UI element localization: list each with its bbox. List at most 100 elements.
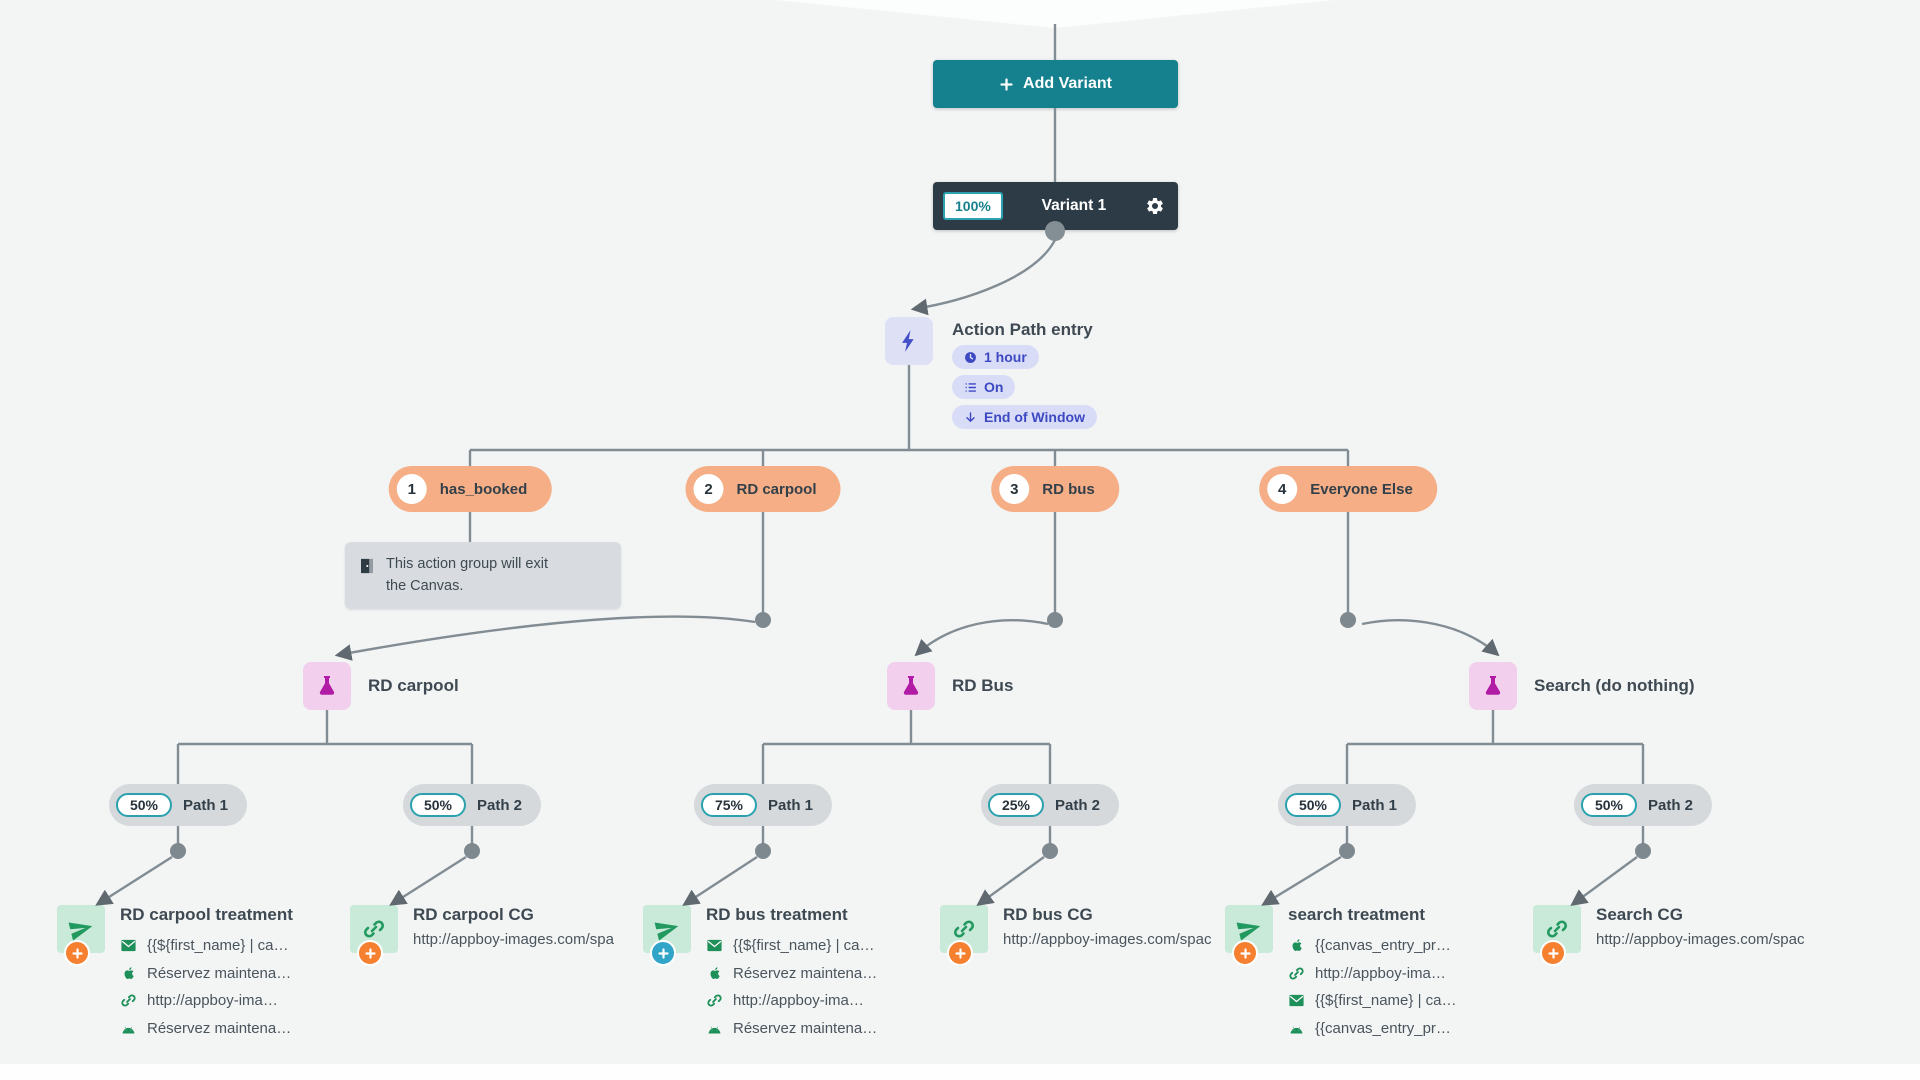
group-label: has_booked: [439, 480, 528, 498]
paper-plane-icon: [68, 922, 93, 941]
add-step-badge[interactable]: [64, 940, 90, 966]
message-channel-list: {{${first_name} | ca… Réservez maintena……: [120, 932, 291, 1042]
message-title: RD carpool CG: [413, 905, 534, 924]
message-square[interactable]: [350, 905, 398, 966]
variant-name: Variant 1: [1041, 197, 1107, 214]
channel-row-ios-push[interactable]: {{canvas_entry_pr…: [1288, 932, 1456, 960]
link-icon: [1546, 920, 1568, 938]
experiment-node-rd-carpool[interactable]: [303, 662, 351, 710]
path-percent: 50%: [1580, 793, 1638, 817]
channel-preview: http://appboy-ima…: [733, 992, 864, 1010]
action-path-title: Action Path entry: [952, 320, 1093, 339]
message-title: search treatment: [1288, 905, 1426, 924]
plus-icon: [364, 947, 376, 959]
channel-preview: http://appboy-ima…: [1315, 964, 1446, 982]
action-group-rd-carpool[interactable]: 2 RD carpool: [685, 466, 841, 512]
plus-icon: [1547, 947, 1559, 959]
path-pill-6[interactable]: 50% Path 2: [1573, 784, 1713, 826]
path-percent: 25%: [987, 793, 1045, 817]
channel-preview: {{canvas_entry_pr…: [1315, 1019, 1451, 1037]
add-step-badge[interactable]: [1540, 940, 1566, 966]
group-label: RD bus: [1042, 480, 1095, 498]
apple-icon: [1292, 939, 1302, 952]
group-number: 1: [396, 474, 427, 504]
toggle-badge[interactable]: On: [952, 375, 1016, 399]
path-pill-1[interactable]: 50% Path 1: [108, 784, 248, 826]
channel-row-email[interactable]: {{${first_name} | ca…: [120, 932, 291, 960]
add-step-badge[interactable]: [650, 940, 676, 966]
message-square[interactable]: [1225, 905, 1273, 966]
exit-door-icon: [361, 558, 373, 574]
action-group-has-booked[interactable]: 1 has_booked: [388, 466, 552, 512]
path-label: Path 1: [1352, 796, 1398, 814]
exit-canvas-tooltip: This action group will exit the Canvas.: [345, 542, 621, 609]
channel-row-android-push[interactable]: {{canvas_entry_pr…: [1288, 1015, 1456, 1043]
message-square[interactable]: [57, 905, 105, 966]
channel-preview: Réservez maintena…: [733, 1019, 878, 1037]
channel-row-ios-push[interactable]: Réservez maintena…: [706, 960, 877, 988]
plus-icon: [1000, 77, 1013, 91]
channel-row-email[interactable]: {{${first_name} | ca…: [1288, 987, 1456, 1015]
experiment-node-rd-bus[interactable]: [887, 662, 935, 710]
variant-node[interactable]: 100% Variant 1: [933, 182, 1178, 230]
delay-badge[interactable]: 1 hour: [952, 345, 1039, 369]
channel-row-webhook[interactable]: http://appboy-ima…: [706, 987, 877, 1015]
path-label: Path 2: [1648, 796, 1694, 814]
message-channel-list: {{canvas_entry_pr… http://appboy-ima… {{…: [1288, 932, 1456, 1042]
tooltip-line2: the Canvas.: [386, 578, 464, 595]
path-pill-5[interactable]: 50% Path 1: [1277, 784, 1417, 826]
experiment-label: RD carpool: [368, 676, 459, 695]
action-path-entry-node[interactable]: [885, 317, 933, 365]
add-variant-button[interactable]: Add Variant: [933, 60, 1178, 108]
email-icon: [707, 940, 722, 952]
message-square[interactable]: [940, 905, 988, 966]
channel-row-ios-push[interactable]: Réservez maintena…: [120, 960, 291, 988]
channel-row-webhook[interactable]: http://appboy-ima…: [120, 987, 291, 1015]
link-icon: [363, 920, 385, 938]
channel-preview: Réservez maintena…: [147, 1019, 292, 1037]
path-pill-3[interactable]: 75% Path 1: [693, 784, 833, 826]
experiment-label: RD Bus: [952, 676, 1014, 695]
message-square[interactable]: [643, 905, 691, 966]
action-group-everyone-else[interactable]: 4 Everyone Else: [1259, 466, 1437, 512]
link-icon: [121, 994, 136, 1007]
toggle-badge-label: On: [984, 379, 1004, 395]
tooltip-text: This action group will exit the Canvas.: [386, 553, 548, 598]
message-title: RD carpool treatment: [120, 905, 293, 924]
path-label: Path 1: [768, 796, 814, 814]
path-pill-2[interactable]: 50% Path 2: [402, 784, 542, 826]
arrow-down-icon: [966, 411, 975, 422]
path-pill-4[interactable]: 25% Path 2: [980, 784, 1120, 826]
add-step-badge[interactable]: [947, 940, 973, 966]
gear-icon[interactable]: [1145, 196, 1165, 216]
add-step-badge[interactable]: [357, 940, 383, 966]
action-group-rd-bus[interactable]: 3 RD bus: [991, 466, 1119, 512]
message-title: RD bus CG: [1003, 905, 1093, 924]
channel-preview: {{${first_name} | ca…: [147, 937, 289, 955]
list-icon: [965, 382, 977, 392]
channel-row-email[interactable]: {{${first_name} | ca…: [706, 932, 877, 960]
path-label: Path 2: [1055, 796, 1101, 814]
channel-row-webhook[interactable]: http://appboy-ima…: [1288, 960, 1456, 988]
message-square[interactable]: [1533, 905, 1581, 966]
path-percent: 75%: [700, 793, 758, 817]
message-url: http://appboy-images.com/spac: [1596, 931, 1805, 948]
group-label: RD carpool: [736, 480, 817, 498]
email-icon: [1289, 995, 1304, 1007]
plus-icon: [1239, 947, 1251, 959]
evaluation-window-badge[interactable]: End of Window: [952, 405, 1097, 429]
group-number: 3: [999, 474, 1030, 504]
android-icon: [1290, 1026, 1303, 1034]
plus-icon: [954, 947, 966, 959]
apple-icon: [124, 967, 134, 979]
channel-row-android-push[interactable]: Réservez maintena…: [120, 1015, 291, 1043]
group-number: 2: [693, 474, 724, 504]
bottom-panel-edge: [0, 1064, 1920, 1080]
experiment-node-search[interactable]: [1469, 662, 1517, 710]
channel-row-android-push[interactable]: Réservez maintena…: [706, 1015, 877, 1043]
path-percent: 50%: [409, 793, 467, 817]
add-step-badge[interactable]: [1232, 940, 1258, 966]
lightning-icon: [902, 330, 914, 352]
message-title: RD bus treatment: [706, 905, 848, 924]
collapsed-node-chevron: [775, 0, 1335, 28]
